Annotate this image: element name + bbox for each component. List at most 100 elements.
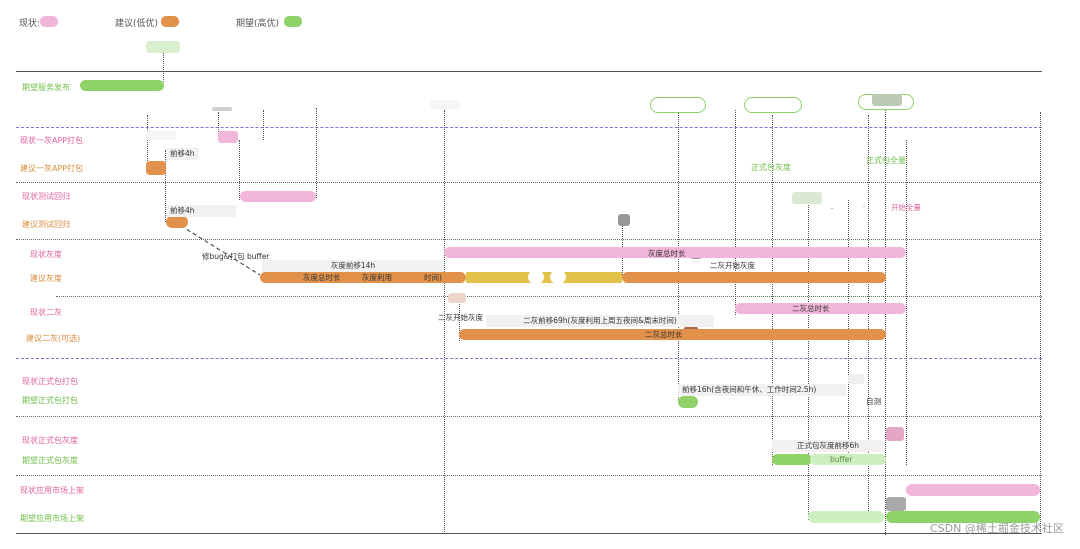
note-gray-total-util-c: 时间) <box>424 273 442 282</box>
row-label-expect-market-release: 期望应用市场上架 <box>20 514 84 523</box>
guide-line <box>263 110 264 140</box>
row-label-expect-official-pack: 期望正式包打包 <box>22 396 78 405</box>
guide-line <box>218 112 219 140</box>
guide-line <box>444 110 445 532</box>
row-label-suggest-gray: 建议灰度 <box>30 274 62 283</box>
row-label-current-second-gray: 现状二灰 <box>30 308 62 317</box>
note-fix-bug-buffer: 修bug&打包 buffer <box>202 252 270 261</box>
guide-line <box>808 200 809 520</box>
bar-suggest-gray-a <box>260 272 466 283</box>
bar-current-gray <box>444 247 906 258</box>
obscured-patch <box>886 427 904 441</box>
legend-current-label: 现状: <box>19 19 41 29</box>
bar-suggest-regression <box>166 216 188 228</box>
guide-line <box>735 110 736 315</box>
row-label-expect-service-release: 期望服务发布 <box>22 83 70 92</box>
top-separator <box>16 71 1042 72</box>
note-second-gray-start-b: 二灰开始灰度 <box>438 313 483 322</box>
guide-line <box>163 44 164 82</box>
bar-expect-official-gray-b <box>810 454 886 465</box>
obscured-patch <box>430 100 460 110</box>
row-divider <box>16 416 1042 417</box>
row-label-suggest-second-gray: 建议二灰(可选) <box>26 334 81 343</box>
row-label-current-official-gray: 现状正式包灰度 <box>22 436 78 445</box>
watermark: CSDN @稀土掘金技术社区 <box>930 522 1064 535</box>
note-official-gray-advance-6h: 正式包灰度前移6h <box>772 440 884 452</box>
obscured-dot <box>550 270 566 284</box>
note-buffer: buffer <box>830 455 853 464</box>
note-official-full: 正式包全量 <box>866 156 906 165</box>
milestone-pill <box>744 97 802 113</box>
bar-suggest-first-gray-pack <box>146 161 166 175</box>
guide-line <box>316 108 317 198</box>
guide-line <box>1040 112 1041 532</box>
note-gray-total-util-b: 灰度利用 <box>362 273 392 282</box>
row-label-current-regression: 现状测试回归 <box>22 192 70 201</box>
note-second-gray-total-b: 二灰总时长 <box>645 330 683 339</box>
bar-suggest-gray-c <box>622 272 886 283</box>
legend-suggest-swatch <box>161 16 179 27</box>
guide-line <box>772 115 773 465</box>
obscured-patch <box>618 214 630 226</box>
row-divider <box>16 475 1042 476</box>
note-gray-total-duration: 灰度总时长 <box>648 249 686 258</box>
bottom-separator <box>16 533 1042 534</box>
obscured-patch <box>886 497 906 511</box>
obscured-patch <box>872 94 902 106</box>
legend-expect-label: 期望(高优) <box>236 19 280 29</box>
note-gray-advance-14h: 灰度前移14h <box>262 260 444 272</box>
obscured-patch <box>848 374 864 384</box>
row-label-suggest-regression: 建议测试回归 <box>22 220 70 229</box>
row-divider <box>56 296 1042 297</box>
note-official-gray: 正式包灰度 <box>751 163 791 172</box>
guide-line <box>885 105 886 535</box>
row-label-suggest-first-gray-pack: 建议一灰APP打包 <box>20 164 84 173</box>
legend-current-swatch <box>40 16 58 27</box>
bar-current-market-release <box>906 484 1040 496</box>
bar-suggest-gray-b <box>466 272 622 283</box>
bar-current-regression <box>240 191 316 202</box>
obscured-patch <box>792 192 822 204</box>
section-divider-1 <box>16 127 1042 128</box>
bar-current-second-gray <box>735 303 906 314</box>
guide-line <box>165 150 166 222</box>
obscured-dot <box>528 270 544 284</box>
bar-expect-official-pack <box>678 396 698 408</box>
row-label-current-official-pack: 现状正式包打包 <box>22 377 78 386</box>
obscured-patch <box>218 131 238 143</box>
row-label-current-gray: 现状灰度 <box>30 250 62 259</box>
row-divider <box>16 182 1042 183</box>
note-advance-4h-a: 前移4h <box>166 148 199 160</box>
note-second-gray-total-a: 二灰总时长 <box>792 304 830 313</box>
obscured-patch <box>212 107 232 111</box>
row-label-expect-official-gray: 期望正式包灰度 <box>22 456 78 465</box>
obscured-patch <box>448 293 466 303</box>
guide-line <box>239 140 240 200</box>
note-advance-16h: 前移16h(含夜间和午休、工作时间2.5h) <box>678 384 846 396</box>
note-advance-4h-b: 前移4h <box>166 205 236 217</box>
section-divider-2 <box>16 358 1042 359</box>
red-mark: ˉ <box>862 205 866 214</box>
legend-expect-swatch <box>284 16 302 27</box>
row-divider <box>16 239 1042 240</box>
row-label-current-first-gray-pack: 现状一灰APP打包 <box>20 136 84 145</box>
bar-suggest-second-gray <box>459 329 886 340</box>
note-self-test: 自测 <box>866 397 881 406</box>
guide-line <box>868 115 869 515</box>
obscured-patch <box>146 41 180 53</box>
note-second-gray-advance-69h: 二灰前移69h(灰度利用上周五夜间&周末时间) <box>486 315 714 327</box>
bar-expect-official-gray-a <box>772 454 812 465</box>
row-label-current-market-release: 现状应用市场上架 <box>20 486 84 495</box>
bar-expect-service-release <box>80 80 164 91</box>
milestone-pill <box>650 97 706 113</box>
red-mark: ˉ <box>830 207 834 216</box>
note-gray-total-util-a: 灰度总时长 <box>303 273 341 282</box>
guide-line <box>906 140 907 465</box>
obscured-patch <box>146 130 176 140</box>
bar-expect-market-release-a <box>808 511 884 523</box>
note-start-full: 开始全量 <box>891 203 921 212</box>
guide-line <box>459 296 460 341</box>
bar-expect-market-release-b <box>886 511 1040 523</box>
note-second-gray-start-a: 二灰开始灰度 <box>710 261 755 270</box>
